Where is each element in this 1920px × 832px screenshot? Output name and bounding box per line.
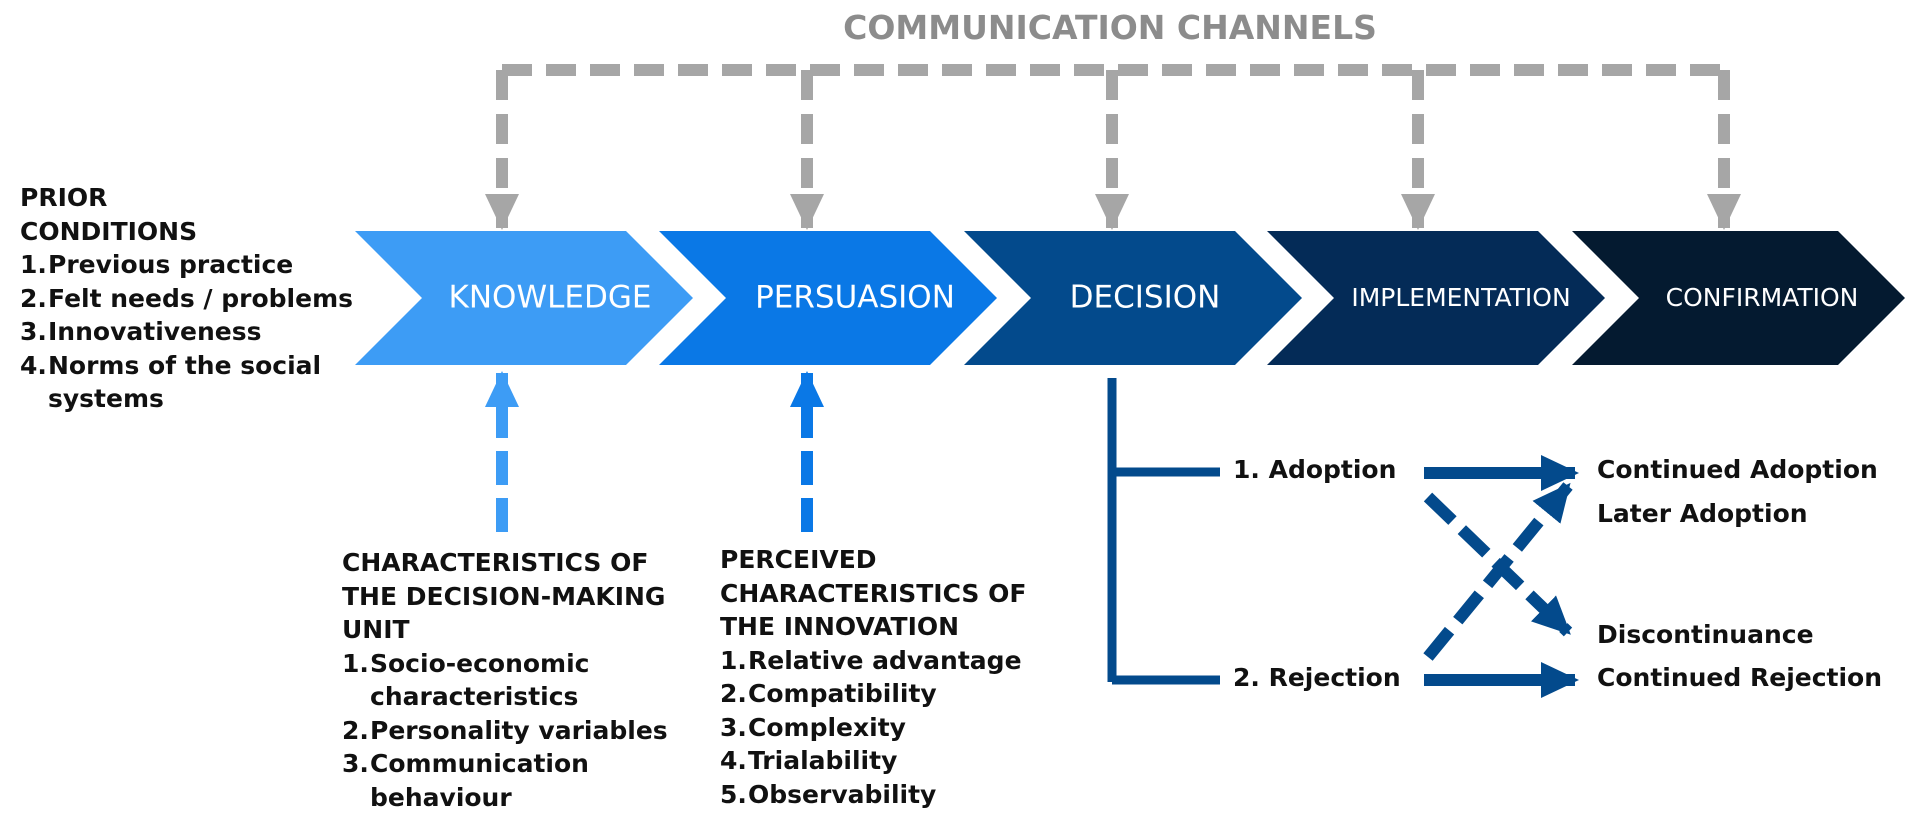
decision-unit-text-continuation: behaviour: [370, 782, 512, 812]
innovation-number: 5.: [720, 779, 747, 809]
decision-unit-heading-line-2: THE DECISION-MAKING: [342, 581, 666, 611]
decision-unit-number: 2.: [342, 715, 369, 745]
stage-confirmation-shape: [1572, 231, 1905, 365]
decision-unit-text: Socio-economic: [370, 648, 590, 678]
prior-condition-text-continuation: systems: [48, 384, 164, 413]
decision-unit-item: 3. Communication: [342, 747, 668, 781]
innovation-heading-line-3: THE INNOVATION: [720, 612, 960, 641]
innovation-number: 1.: [720, 645, 747, 675]
prior-condition-number: 4.: [20, 350, 47, 380]
decision-unit-text-continuation: characteristics: [370, 682, 579, 711]
stage-knowledge-shape: [355, 231, 693, 365]
innovation-item: 4. Trialability: [720, 744, 1026, 778]
prior-conditions-block: PRIOR CONDITIONS 1. Previous practice 2.…: [20, 181, 353, 416]
adoption-label: 1. Adoption: [1233, 455, 1397, 484]
continued-rejection-label: Continued Rejection: [1597, 663, 1883, 692]
innovation-text: Observability: [748, 779, 937, 809]
prior-condition-number: 3.: [20, 317, 47, 346]
stage-confirmation: CONFIRMATION: [1572, 231, 1905, 365]
prior-condition-text: Norms of the social: [48, 350, 322, 380]
innovation-item: 1. Relative advantage: [720, 644, 1026, 678]
decision-branch-bracket: [1107, 378, 1220, 685]
decision-unit-number: 1.: [342, 648, 369, 678]
decision-unit-heading-line-3: UNIT: [342, 615, 410, 644]
decision-unit-heading-line-1: CHARACTERISTICS OF: [342, 548, 649, 577]
stage-persuasion-label: PERSUASION: [755, 280, 955, 316]
later-adoption-label: Later Adoption: [1597, 499, 1808, 528]
prior-condition-item: 4. Norms of the social: [20, 349, 353, 383]
prior-condition-number: 2.: [20, 283, 47, 313]
decision-unit-item-continuation: behaviour: [342, 781, 668, 815]
prior-condition-number: 1.: [20, 250, 47, 279]
innovation-number: 2.: [720, 679, 747, 708]
innovation-text: Compatibility: [748, 679, 937, 708]
prior-condition-text: Felt needs / problems: [48, 283, 354, 313]
stage-implementation-shape: [1267, 231, 1605, 365]
stage-decision-shape: [964, 231, 1302, 365]
stage-knowledge-label: KNOWLEDGE: [449, 280, 652, 316]
innovation-item: 5. Observability: [720, 778, 1026, 812]
stage-confirmation-label: CONFIRMATION: [1666, 283, 1859, 312]
stage-implementation: IMPLEMENTATION: [1267, 231, 1605, 365]
innovation-text: Complexity: [748, 712, 906, 742]
innovation-item: 2. Compatibility: [720, 677, 1026, 711]
decision-unit-block: CHARACTERISTICS OF THE DECISION-MAKING U…: [342, 546, 668, 814]
decision-unit-text: Communication: [370, 749, 589, 778]
prior-condition-text: Previous practice: [48, 250, 294, 279]
innovation-characteristics-block: PERCEIVED CHARACTERISTICS OF THE INNOVAT…: [720, 543, 1026, 811]
innovation-item: 3. Complexity: [720, 711, 1026, 745]
communication-channel-connectors: [485, 64, 1741, 230]
innovation-number: 3.: [720, 712, 747, 742]
decision-unit-number: 3.: [342, 749, 369, 778]
communication-channels-title: COMMUNICATION CHANNELS: [843, 8, 1377, 47]
innovation-heading-line-2: CHARACTERISTICS OF: [720, 578, 1027, 608]
innovation-heading-line-1: PERCEIVED: [720, 545, 877, 574]
outcome-arrows: [1423, 455, 1579, 698]
prior-condition-item-continuation: systems: [20, 382, 353, 416]
stage-decision-label: DECISION: [1070, 280, 1221, 316]
innovation-number: 4.: [720, 746, 747, 775]
rejection-label: 2. Rejection: [1233, 663, 1401, 692]
continued-adoption-label: Continued Adoption: [1597, 455, 1878, 484]
rejection-to-later-adoption-arrow: [1423, 482, 1573, 661]
innovation-text: Trialability: [748, 746, 898, 775]
stage-chevrons: KNOWLEDGE PERSUASION DECISION IMPLEMENTA…: [355, 231, 1905, 365]
stage-persuasion: PERSUASION: [659, 231, 997, 365]
decision-unit-item: 1. Socio-economic: [342, 647, 668, 681]
prior-conditions-heading-line-2: CONDITIONS: [20, 216, 198, 246]
prior-condition-item: 2. Felt needs / problems: [20, 282, 353, 316]
innovation-text: Relative advantage: [748, 645, 1022, 675]
decision-unit-item-continuation: characteristics: [342, 680, 668, 714]
stage-decision: DECISION: [964, 231, 1302, 365]
stage-implementation-label: IMPLEMENTATION: [1351, 283, 1570, 312]
prior-conditions-heading-line-1: PRIOR: [20, 183, 108, 212]
stage-persuasion-shape: [659, 231, 997, 365]
prior-condition-item: 3. Innovativeness: [20, 315, 353, 349]
discontinuance-label: Discontinuance: [1597, 620, 1814, 649]
decision-unit-item: 2. Personality variables: [342, 714, 668, 748]
prior-condition-item: 1. Previous practice: [20, 248, 353, 282]
prior-condition-text: Innovativeness: [48, 317, 262, 346]
decision-unit-text: Personality variables: [370, 715, 668, 745]
stage-knowledge: KNOWLEDGE: [355, 231, 693, 365]
